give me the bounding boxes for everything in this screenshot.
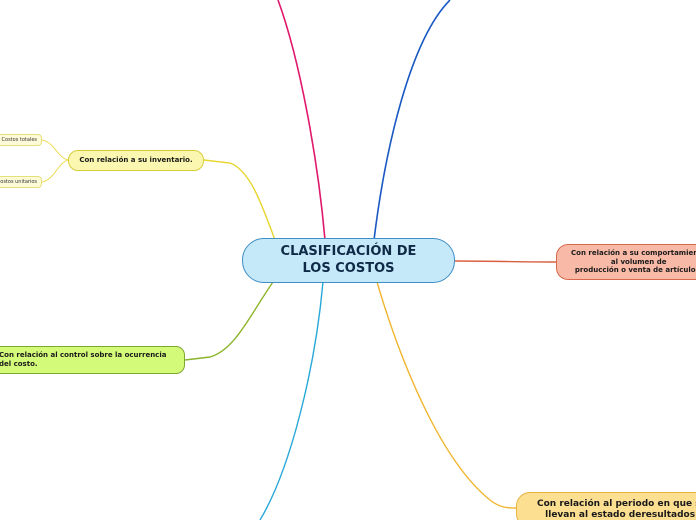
connector-costos-unitarios xyxy=(41,159,69,183)
connector-bottom-left xyxy=(259,281,324,520)
topic-control[interactable]: Con relación al control sobre la ocurren… xyxy=(0,346,185,374)
connector-top-left xyxy=(277,0,326,241)
connector-top-right xyxy=(373,0,451,241)
topic-inventario[interactable]: Con relación a su inventario. xyxy=(68,150,204,171)
connector-comportamiento xyxy=(454,260,557,263)
connector-control xyxy=(184,281,274,361)
topic-comportamiento[interactable]: Con relación a su comportamiento al volu… xyxy=(556,244,696,280)
subtopic-costos-totales[interactable]: Costos totales xyxy=(0,134,42,146)
connector-costos-totales xyxy=(41,139,69,161)
connector-inventario xyxy=(203,159,276,241)
central-topic[interactable]: CLASIFICACIÓN DE LOS COSTOS xyxy=(242,238,455,283)
subtopic-costos-unitarios[interactable]: Costos unitarios xyxy=(0,176,42,188)
connector-periodo xyxy=(376,281,517,509)
topic-periodo[interactable]: Con relación al periodo en que se llevan… xyxy=(516,492,696,520)
